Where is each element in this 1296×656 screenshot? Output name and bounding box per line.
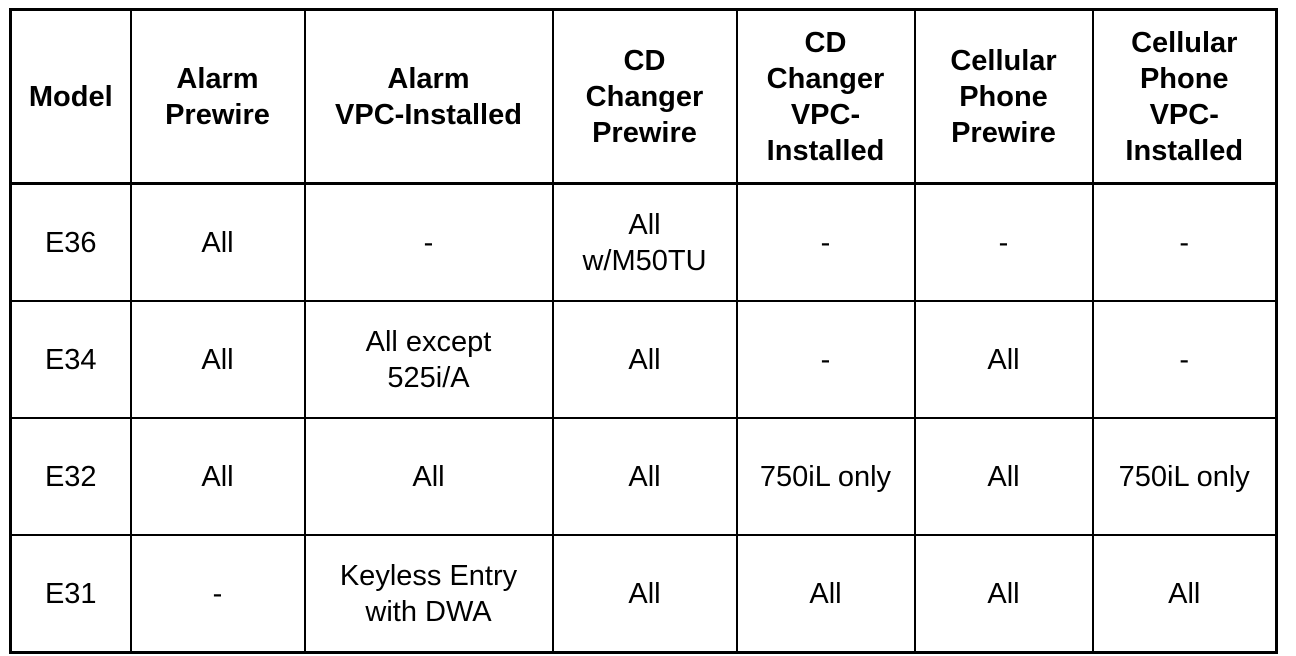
header-cd-changer-vpc-installed: CD Changer VPC- Installed xyxy=(735,8,916,185)
header-alarm-vpc-installed: Alarm VPC-Installed xyxy=(303,8,554,185)
table-cell: E31 xyxy=(9,534,132,654)
table-cell: - xyxy=(303,182,554,302)
table-row: E31 - Keyless Entry with DWA All All All… xyxy=(9,534,1278,654)
options-table: Model Alarm Prewire Alarm VPC-Installed … xyxy=(9,8,1278,654)
header-cd-changer-prewire: CD Changer Prewire xyxy=(551,8,738,185)
table-cell: 750iL only xyxy=(735,417,916,536)
table-cell: All xyxy=(129,417,306,536)
table-cell: - xyxy=(735,182,916,302)
table-cell: All xyxy=(913,534,1094,654)
table-cell: - xyxy=(913,182,1094,302)
table-cell: All xyxy=(129,300,306,419)
table-cell: All xyxy=(129,182,306,302)
table-cell: All xyxy=(551,300,738,419)
header-cellular-phone-prewire: Cellular Phone Prewire xyxy=(913,8,1094,185)
table-cell: - xyxy=(1091,300,1278,419)
table-cell: E32 xyxy=(9,417,132,536)
table-cell: - xyxy=(735,300,916,419)
header-cellular-phone-vpc-installed: Cellular Phone VPC- Installed xyxy=(1091,8,1278,185)
table-cell: All except 525i/A xyxy=(303,300,554,419)
table-row: E34 All All except 525i/A All - All - xyxy=(9,300,1278,419)
table-cell: All xyxy=(1091,534,1278,654)
table-cell: All xyxy=(551,534,738,654)
table-cell: All xyxy=(303,417,554,536)
table-cell: Keyless Entry with DWA xyxy=(303,534,554,654)
table-cell: E36 xyxy=(9,182,132,302)
header-row: Model Alarm Prewire Alarm VPC-Installed … xyxy=(9,8,1278,185)
table-cell: - xyxy=(129,534,306,654)
table-row: E36 All - All w/M50TU - - - xyxy=(9,182,1278,302)
table-cell: E34 xyxy=(9,300,132,419)
table-cell: All xyxy=(913,300,1094,419)
header-model: Model xyxy=(9,8,132,185)
table-cell: All xyxy=(551,417,738,536)
table-cell: All xyxy=(735,534,916,654)
table-cell: 750iL only xyxy=(1091,417,1278,536)
header-alarm-prewire: Alarm Prewire xyxy=(129,8,306,185)
table-cell: All w/M50TU xyxy=(551,182,738,302)
table-row: E32 All All All 750iL only All 750iL onl… xyxy=(9,417,1278,536)
table-cell: - xyxy=(1091,182,1278,302)
table-cell: All xyxy=(913,417,1094,536)
